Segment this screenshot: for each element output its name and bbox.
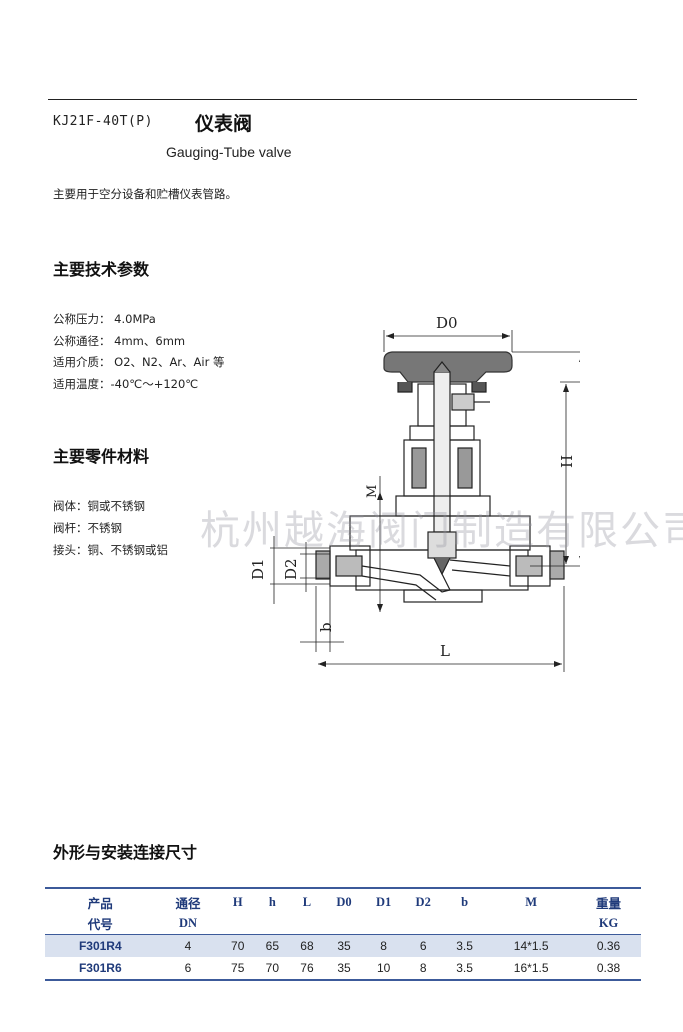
cell: 76 — [289, 957, 325, 981]
cell: 6 — [155, 957, 221, 981]
valve-drawing: D0 H h M D1 D2 b L — [249, 314, 580, 672]
cell: 16*1.5 — [486, 957, 577, 981]
col-header: 重量 — [576, 887, 641, 913]
col-header: h — [255, 887, 290, 913]
param-medium: 适用介质： O2、N2、Ar、Air 等 — [53, 355, 225, 369]
col-header: H — [220, 887, 256, 913]
cell: 70 — [255, 957, 290, 981]
cell: 8 — [363, 934, 404, 957]
cell: 35 — [324, 934, 364, 957]
dim-label-b: b — [317, 622, 335, 632]
col-header: 通径 — [155, 887, 221, 913]
product-title-en: Gauging-Tube valve — [166, 144, 292, 160]
cell: 8 — [403, 957, 443, 981]
cell-code: F301R4 — [45, 934, 156, 957]
material-body: 阀体：铜或不锈钢 — [53, 499, 145, 513]
col-header: D2 — [403, 887, 443, 913]
cell: 10 — [363, 957, 404, 981]
cell: 65 — [255, 934, 290, 957]
col-header: 产品 — [45, 887, 156, 913]
dimensions-heading: 外形与安装连接尺寸 — [53, 843, 198, 862]
cell: 68 — [289, 934, 325, 957]
param-diameter: 公称通径： 4mm、6mm — [53, 333, 186, 348]
col-header-sub — [363, 913, 404, 935]
table-row: F301R4 4 70 65 68 35 8 6 3.5 14*1.5 0.36 — [45, 934, 641, 957]
col-header-sub — [255, 913, 290, 935]
dim-label-l: L — [440, 642, 450, 660]
col-header-sub — [324, 913, 364, 935]
param-temperature: 适用温度：-40℃～+120℃ — [53, 376, 199, 391]
table-row: F301R6 6 75 70 76 35 10 8 3.5 16*1.5 0.3… — [45, 957, 641, 981]
dim-label-d2: D2 — [282, 558, 300, 580]
top-rule — [48, 99, 637, 100]
col-header-sub — [403, 913, 443, 935]
col-header: D1 — [363, 887, 404, 913]
col-header-sub: KG — [576, 913, 641, 935]
model-number: KJ21F-40T(P) — [53, 114, 153, 129]
product-title-cn: 仪表阀 — [195, 113, 253, 135]
table-header-row: 产品 通径 H h L D0 D1 D2 b M 重量 — [45, 887, 641, 913]
material-connector: 接头：铜、不锈钢或铝 — [53, 543, 168, 557]
dimensions-table: 产品 通径 H h L D0 D1 D2 b M 重量 代号 DN KG F30… — [45, 887, 641, 981]
col-header-sub — [442, 913, 487, 935]
col-header: b — [442, 887, 487, 913]
cell: 3.5 — [442, 934, 487, 957]
col-header: M — [486, 887, 577, 913]
cell: 70 — [220, 934, 256, 957]
materials-list: 阀体：铜或不锈钢 阀杆：不锈钢 接头：铜、不锈钢或铝 — [53, 495, 168, 561]
cell: 14*1.5 — [486, 934, 577, 957]
tech-params-list: 公称压力： 4.0MPa 公称通径： 4mm、6mm 适用介质： O2、N2、A… — [53, 309, 224, 395]
tech-params-heading: 主要技术参数 — [53, 260, 150, 279]
col-header: L — [289, 887, 325, 913]
cell-code: F301R6 — [45, 957, 156, 981]
product-description: 主要用于空分设备和贮槽仪表管路。 — [53, 187, 237, 201]
dim-label-d0: D0 — [436, 314, 458, 332]
materials-heading: 主要零件材料 — [53, 447, 150, 466]
dim-label-H: H — [558, 455, 576, 468]
param-pressure: 公称压力： 4.0MPa — [53, 312, 156, 326]
dim-label-m: M — [365, 485, 380, 498]
col-header-sub: 代号 — [45, 913, 156, 935]
cell: 0.38 — [576, 957, 641, 981]
dim-label-d1: D1 — [249, 558, 267, 580]
cell: 6 — [403, 934, 443, 957]
company-watermark: 杭州越海阀门制造有限公司 — [200, 508, 683, 554]
col-header: D0 — [324, 887, 364, 913]
col-header-sub — [289, 913, 325, 935]
cell: 0.36 — [576, 934, 641, 957]
col-header-sub — [220, 913, 256, 935]
col-header-sub: DN — [155, 913, 221, 935]
material-stem: 阀杆：不锈钢 — [53, 521, 122, 535]
table-header-row-2: 代号 DN KG — [45, 913, 641, 935]
cell: 35 — [324, 957, 364, 981]
cell: 3.5 — [442, 957, 487, 981]
cell: 4 — [155, 934, 221, 957]
col-header-sub — [486, 913, 577, 935]
cell: 75 — [220, 957, 256, 981]
